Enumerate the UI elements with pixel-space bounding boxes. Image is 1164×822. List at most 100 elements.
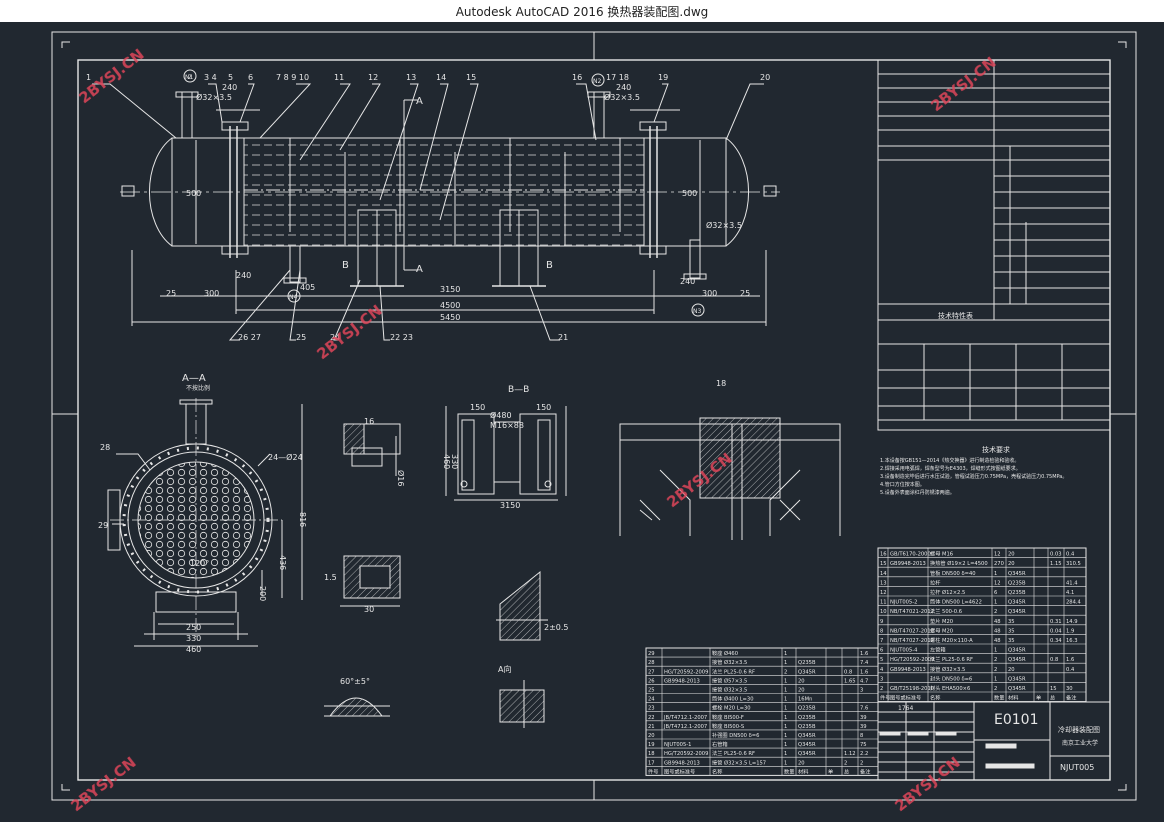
parts-cell: 接管 Ø57×3.5 bbox=[712, 676, 747, 684]
parts-cell: 1 bbox=[784, 651, 787, 657]
parts-cell: 1 bbox=[784, 706, 787, 712]
view-bb-title: B—B bbox=[508, 385, 529, 395]
parts-cell: 件号 bbox=[880, 694, 890, 702]
detail-views bbox=[324, 406, 841, 728]
parts-cell: 7.6 bbox=[860, 706, 868, 712]
parts-cell: NB/T47021-2012 bbox=[890, 609, 934, 615]
parts-cell: GB9948-2013 bbox=[890, 667, 926, 673]
watermark-6: 2BYSJ.CN bbox=[891, 753, 963, 815]
parts-cell: 1.65 bbox=[844, 678, 856, 684]
section-mark-a-bottom: A bbox=[416, 264, 423, 275]
parts-cell: 11 bbox=[880, 600, 887, 606]
notes-title: 技术要求 bbox=[982, 445, 1010, 454]
parts-cell: 法兰 PL25-0.6 RF bbox=[930, 655, 973, 663]
balloon-16: 16 bbox=[572, 73, 582, 82]
cad-drawing[interactable]: 1 2 3 4 5 6 7 8 9 10 11 12 13 14 15 16 1… bbox=[0, 22, 1164, 818]
parts-cell: 1 bbox=[784, 724, 787, 730]
parts-cell: 25 bbox=[648, 688, 655, 694]
parts-cell: 法兰 500-0.6 bbox=[930, 607, 962, 615]
parts-cell: 接管 Ø32×3.5 bbox=[930, 665, 965, 673]
dim-4500: 4500 bbox=[440, 301, 460, 310]
parts-cell: GB9948-2013 bbox=[664, 678, 700, 684]
parts-cell: 左管箱 bbox=[930, 646, 946, 654]
section-mark-a-top: A bbox=[416, 96, 423, 107]
balloon-28: 28 bbox=[100, 443, 110, 452]
parts-cell: 1.12 bbox=[844, 751, 856, 757]
parts-cell: 4.7 bbox=[860, 678, 868, 684]
main-elevation bbox=[92, 69, 780, 341]
parts-cell: 30 bbox=[1066, 686, 1073, 692]
parts-cell: NJUT005-4 bbox=[890, 648, 918, 654]
drawing-canvas[interactable]: 1 2 3 4 5 6 7 8 9 10 11 12 13 14 15 16 1… bbox=[0, 22, 1164, 818]
parts-cell: 螺柱 M20×110-A bbox=[930, 636, 973, 644]
note-2: 2.焊接采用电弧焊，焊条型号为E4303，焊缝形式按图纸要求。 bbox=[880, 465, 1021, 472]
parts-cell: 1 bbox=[784, 715, 787, 721]
parts-cell: 17 bbox=[648, 760, 655, 766]
parts-cell: 4 bbox=[880, 667, 884, 673]
balloon-19: 19 bbox=[658, 73, 668, 82]
dim-300-b: 300 bbox=[702, 289, 717, 298]
parts-cell: GB/T6170-2000 bbox=[890, 552, 931, 558]
parts-cell: 15 bbox=[880, 561, 887, 567]
parts-cell: 16Mn bbox=[798, 697, 812, 703]
parts-cell: 0.8 bbox=[1050, 657, 1058, 663]
parts-cell: 20 bbox=[1008, 552, 1015, 558]
parts-cell: 39 bbox=[860, 724, 867, 730]
parts-cell: Q345R bbox=[798, 669, 816, 675]
parts-cell: 0.31 bbox=[1050, 619, 1062, 625]
parts-cell: 拉杆 bbox=[930, 578, 940, 586]
parts-cell: 9 bbox=[880, 619, 883, 625]
bb-dim-7: 3150 bbox=[500, 501, 520, 510]
parts-cell: 2 bbox=[994, 609, 997, 615]
parts-cell: 材料 bbox=[1008, 694, 1018, 702]
bb-dim-3: M16×88 bbox=[490, 421, 524, 430]
parts-cell: 单 bbox=[828, 767, 833, 775]
watermark-2: 2BYSJ.CN bbox=[927, 53, 999, 115]
dim-500-a: 500 bbox=[186, 189, 201, 198]
parts-cell: 35 bbox=[1008, 619, 1015, 625]
parts-cell: 螺母 M16 bbox=[930, 550, 953, 558]
spec-table-title: 技术特性表 bbox=[938, 311, 973, 320]
view-aa-note: 不按比例 bbox=[186, 384, 210, 392]
parts-cell: Q345R bbox=[798, 751, 816, 757]
balloon-13: 13 bbox=[406, 73, 416, 82]
parts-cell: 27 bbox=[648, 669, 655, 675]
dim-816: 816 bbox=[298, 512, 307, 527]
parts-cell: 29 bbox=[648, 651, 655, 657]
parts-cell: 名称 bbox=[712, 767, 722, 775]
dim-200: 200 bbox=[258, 586, 267, 601]
parts-cell: 法兰 PL25-0.6 RF bbox=[712, 667, 755, 675]
dim-240-d: 240 bbox=[680, 277, 695, 286]
total-weight: 1764 bbox=[898, 705, 913, 712]
bb-dim-5: 330 bbox=[450, 454, 459, 469]
window-title: Autodesk AutoCAD 2016 换热器装配图.dwg bbox=[455, 4, 709, 19]
parts-cell: Q235B bbox=[798, 706, 816, 712]
title-block bbox=[877, 701, 1111, 781]
dim-460: 460 bbox=[186, 645, 201, 654]
parts-cell: 26 bbox=[648, 678, 655, 684]
parts-cell: NB/T47027-2012 bbox=[890, 628, 934, 634]
parts-cell: 名称 bbox=[930, 694, 940, 702]
parts-cell: Q235B bbox=[1008, 580, 1026, 586]
parts-cell: Q345R bbox=[1008, 686, 1026, 692]
note-4: 4.管口方位按本图。 bbox=[880, 481, 925, 488]
parts-cell: 0.4 bbox=[1066, 667, 1075, 673]
parts-cell: 鞍座 BI500-S bbox=[712, 722, 744, 730]
parts-cell: 数量 bbox=[994, 694, 1004, 702]
parts-cell: 12 bbox=[994, 580, 1001, 586]
dim-240-c: 240 bbox=[236, 271, 251, 280]
parts-cell: 法兰 PL25-0.6 RF bbox=[712, 749, 755, 757]
parts-cell: 35 bbox=[1008, 628, 1015, 634]
parts-cell: 0.04 bbox=[1050, 628, 1062, 634]
parts-cell: 35 bbox=[1008, 638, 1015, 644]
parts-cell: 1.15 bbox=[1050, 561, 1062, 567]
parts-cell: 24 bbox=[648, 697, 655, 703]
spec-table bbox=[877, 59, 1111, 431]
balloon-3-4: 3 4 bbox=[204, 73, 217, 82]
parts-cell: 48 bbox=[994, 628, 1001, 634]
parts-cell: 2 bbox=[844, 760, 847, 766]
parts-cell: NJUT005-1 bbox=[664, 742, 691, 748]
parts-cell: 0.8 bbox=[844, 669, 852, 675]
parts-cell: HG/T20592-2009 bbox=[890, 657, 934, 663]
